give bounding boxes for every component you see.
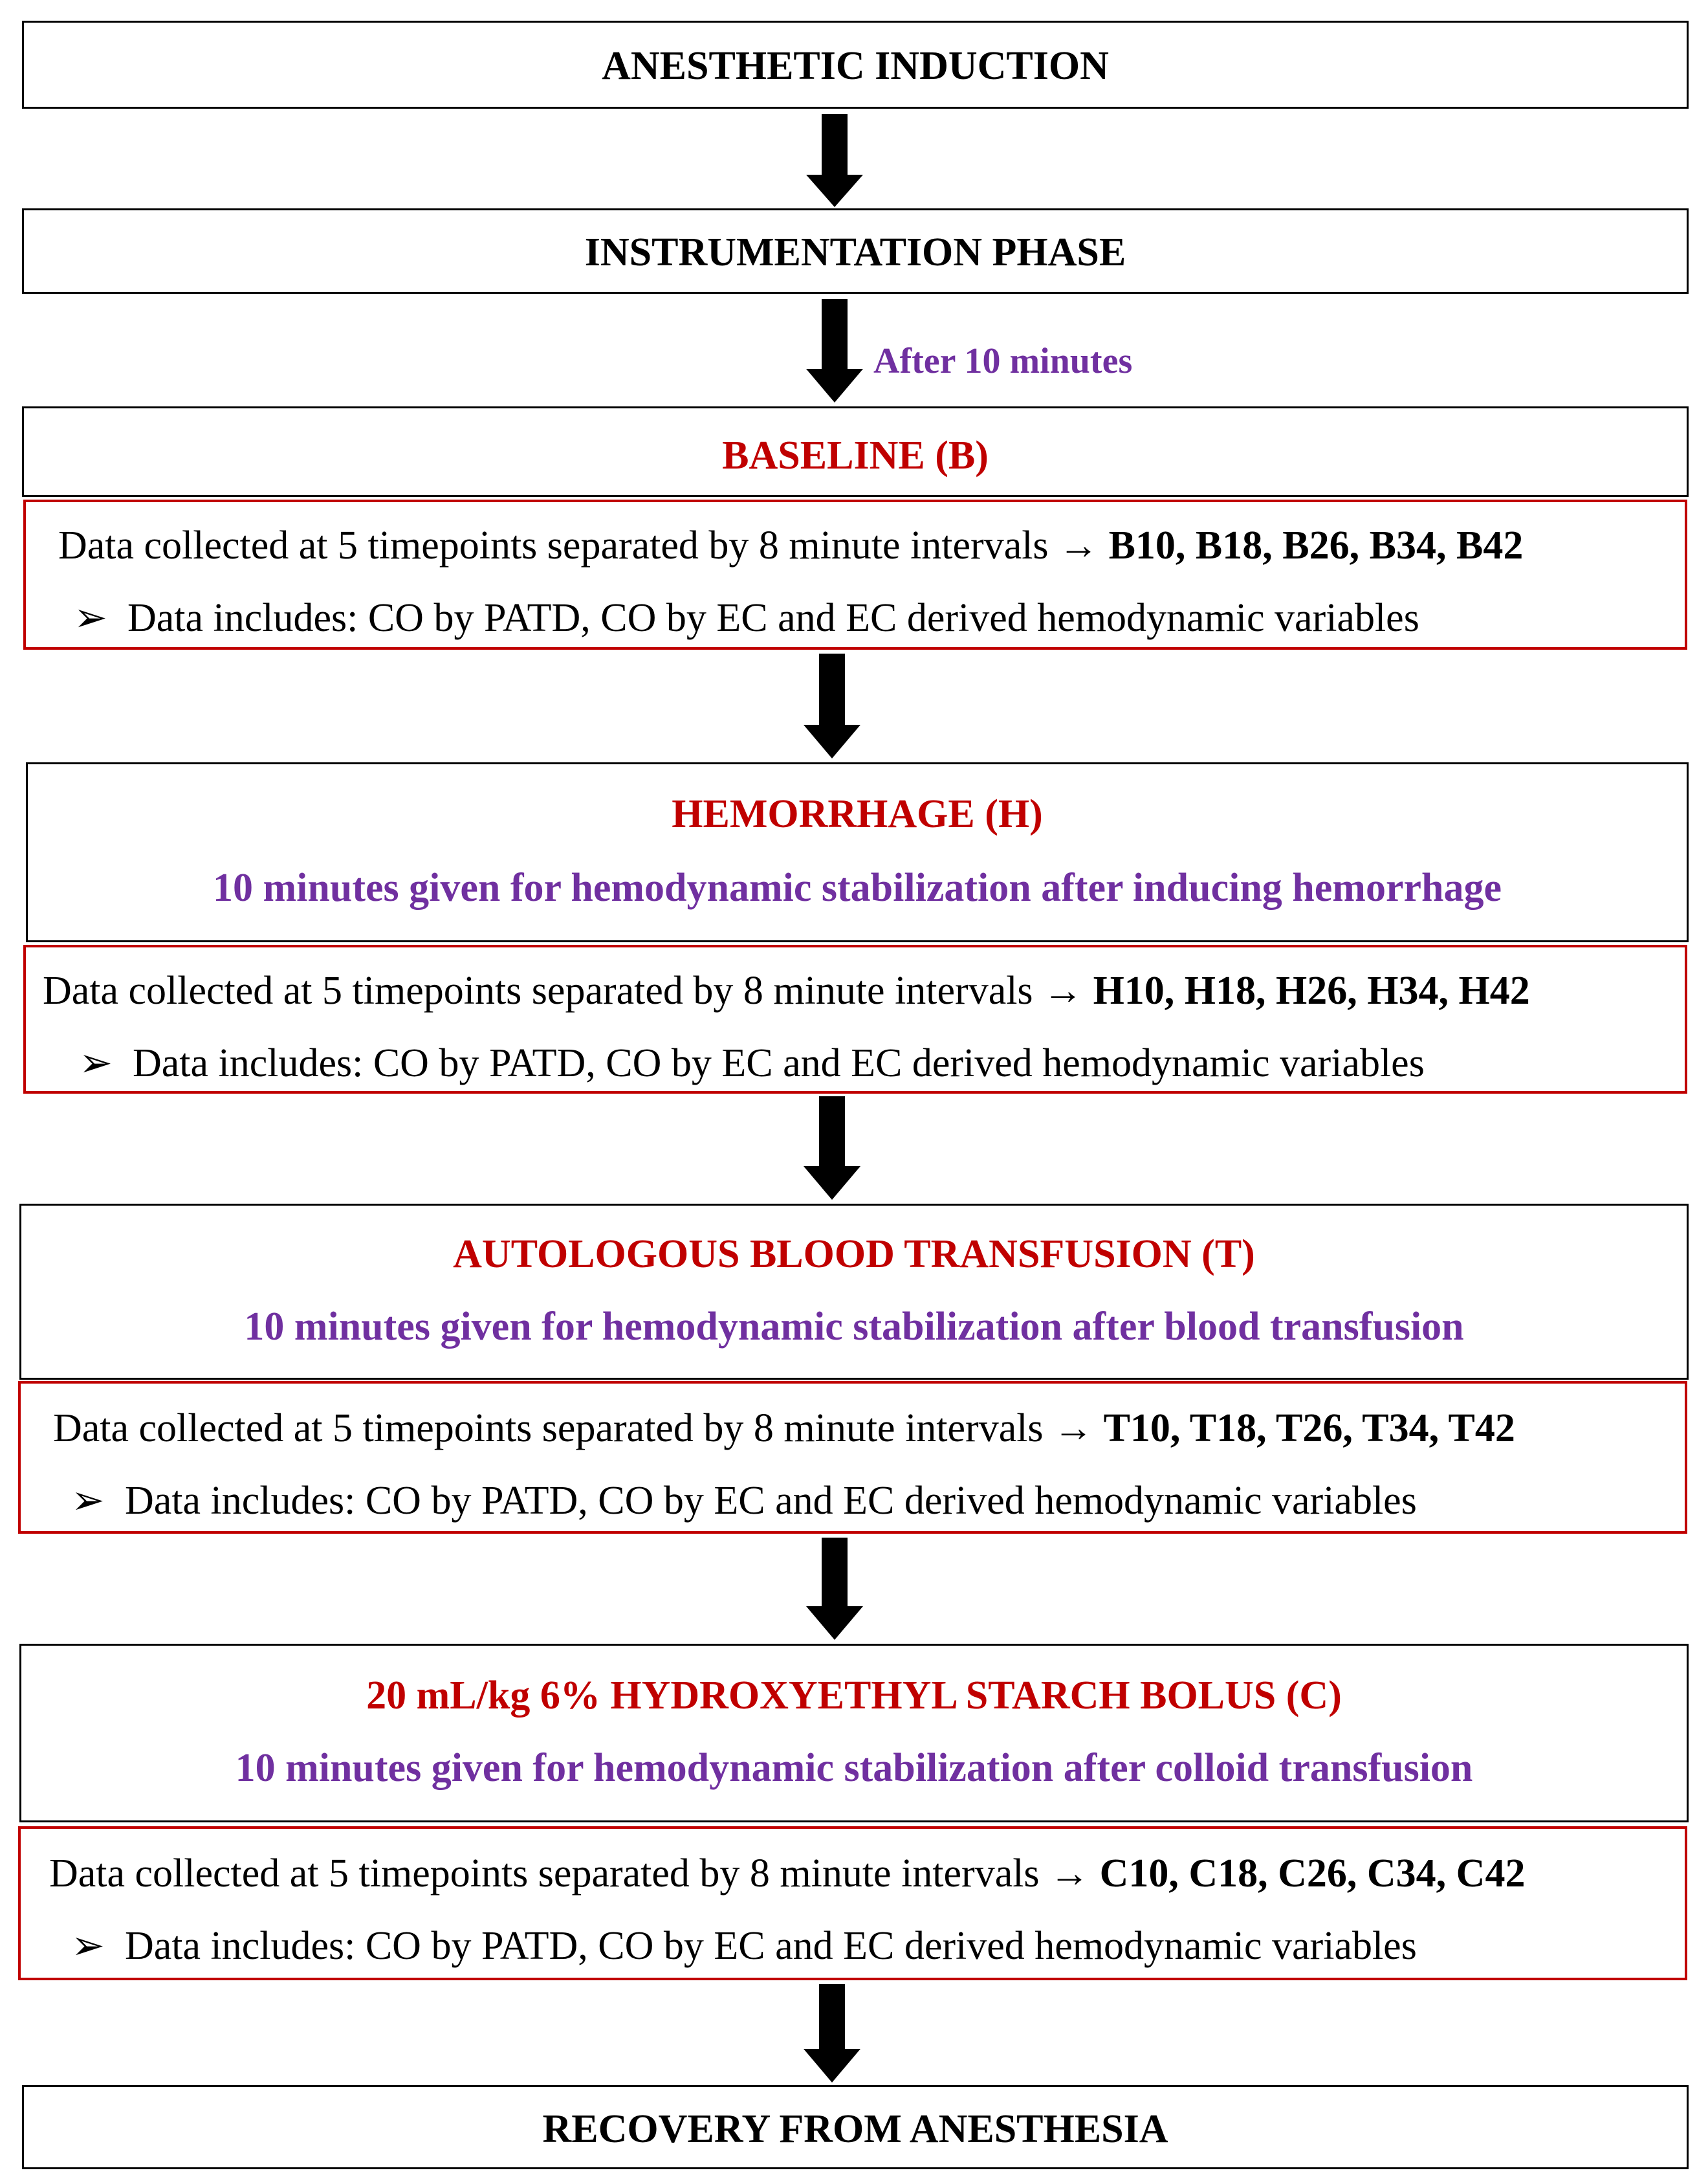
induction-box: ANESTHETIC INDUCTION (22, 21, 1689, 109)
colloid-box: 20 mL/kg 6% HYDROXYETHYL STARCH BOLUS (C… (19, 1644, 1689, 1822)
baseline-box: BASELINE (B) (22, 406, 1689, 497)
hemorrhage-box: HEMORRHAGE (H) 10 minutes given for hemo… (26, 762, 1689, 942)
arrow-note: After 10 minutes (873, 341, 1133, 381)
transfusion-subtitle: 10 minutes given for hemodynamic stabili… (244, 1305, 1464, 1349)
hemorrhage-data-box: Data collected at 5 timepoints separated… (23, 945, 1687, 1094)
transfusion-title: AUTOLOGOUS BLOOD TRANSFUSION (T) (453, 1232, 1255, 1276)
down-arrow-icon (804, 1096, 860, 1200)
transfusion-bullet: ➢ Data includes: CO by PATD, CO by EC an… (71, 1481, 1417, 1521)
down-arrow-icon (804, 654, 860, 758)
bullet-arrow-icon: ➢ (71, 1924, 105, 1968)
colloid-data-box: Data collected at 5 timepoints separated… (18, 1826, 1687, 1980)
bullet-arrow-icon: ➢ (74, 596, 107, 640)
colloid-subtitle: 10 minutes given for hemodynamic stabili… (235, 1746, 1473, 1790)
hemorrhage-collection-text: Data collected at 5 timepoints separated… (43, 969, 1033, 1013)
down-arrow-icon (804, 1984, 860, 2083)
bullet-arrow-icon: ➢ (71, 1479, 105, 1523)
hemorrhage-title: HEMORRHAGE (H) (672, 792, 1043, 836)
colloid-collection-line: Data collected at 5 timepoints separated… (49, 1853, 1525, 1894)
baseline-data-box: Data collected at 5 timepoints separated… (23, 500, 1687, 650)
baseline-includes-text: Data includes: CO by PATD, CO by EC and … (127, 596, 1419, 640)
transfusion-collection-text: Data collected at 5 timepoints separated… (53, 1406, 1044, 1450)
hemorrhage-includes-text: Data includes: CO by PATD, CO by EC and … (132, 1041, 1425, 1085)
baseline-title: BASELINE (B) (722, 434, 989, 478)
hemorrhage-collection-line: Data collected at 5 timepoints separated… (43, 971, 1530, 1011)
right-arrow-icon: → (1043, 969, 1084, 1013)
instrumentation-label: INSTRUMENTATION PHASE (584, 230, 1126, 274)
baseline-bullet: ➢ Data includes: CO by PATD, CO by EC an… (74, 598, 1419, 638)
induction-label: ANESTHETIC INDUCTION (602, 44, 1109, 88)
recovery-label: RECOVERY FROM ANESTHESIA (542, 2107, 1168, 2151)
colloid-timepoints: C10, C18, C26, C34, C42 (1099, 1851, 1526, 1895)
transfusion-includes-text: Data includes: CO by PATD, CO by EC and … (124, 1479, 1417, 1523)
instrumentation-box: INSTRUMENTATION PHASE (22, 208, 1689, 294)
hemorrhage-timepoints: H10, H18, H26, H34, H42 (1093, 969, 1530, 1013)
colloid-title: 20 mL/kg 6% HYDROXYETHYL STARCH BOLUS (C… (366, 1674, 1342, 1718)
down-arrow-icon (806, 299, 863, 403)
transfusion-box: AUTOLOGOUS BLOOD TRANSFUSION (T) 10 minu… (19, 1204, 1689, 1380)
baseline-collection-text: Data collected at 5 timepoints separated… (58, 524, 1049, 568)
down-arrow-icon (806, 1538, 863, 1640)
right-arrow-icon: → (1053, 1406, 1094, 1450)
hemorrhage-bullet: ➢ Data includes: CO by PATD, CO by EC an… (79, 1043, 1425, 1083)
right-arrow-icon: → (1049, 1851, 1090, 1895)
colloid-bullet: ➢ Data includes: CO by PATD, CO by EC an… (71, 1926, 1417, 1966)
colloid-collection-text: Data collected at 5 timepoints separated… (49, 1851, 1040, 1895)
transfusion-collection-line: Data collected at 5 timepoints separated… (53, 1408, 1515, 1448)
bullet-arrow-icon: ➢ (79, 1041, 113, 1085)
hemorrhage-subtitle: 10 minutes given for hemodynamic stabili… (213, 866, 1502, 910)
transfusion-data-box: Data collected at 5 timepoints separated… (18, 1381, 1687, 1534)
transfusion-timepoints: T10, T18, T26, T34, T42 (1103, 1406, 1515, 1450)
down-arrow-icon (806, 114, 863, 207)
recovery-box: RECOVERY FROM ANESTHESIA (22, 2085, 1689, 2169)
right-arrow-icon: → (1058, 524, 1099, 568)
baseline-timepoints: B10, B18, B26, B34, B42 (1108, 524, 1524, 568)
colloid-includes-text: Data includes: CO by PATD, CO by EC and … (124, 1924, 1417, 1968)
baseline-collection-line: Data collected at 5 timepoints separated… (58, 525, 1523, 566)
